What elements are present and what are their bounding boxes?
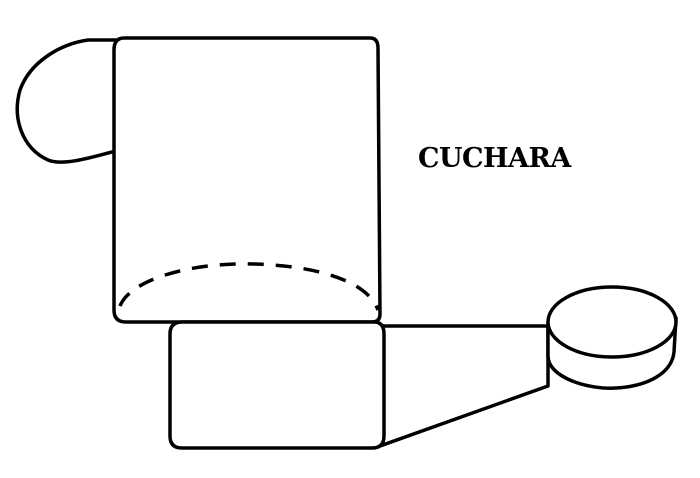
diagram-label: CUCHARA (418, 143, 572, 174)
spoon-arm (374, 324, 550, 448)
cup-handle (15, 38, 118, 164)
lower-block (168, 320, 386, 450)
spoon-head-top (546, 285, 678, 359)
hidden-base-edge (118, 262, 380, 311)
